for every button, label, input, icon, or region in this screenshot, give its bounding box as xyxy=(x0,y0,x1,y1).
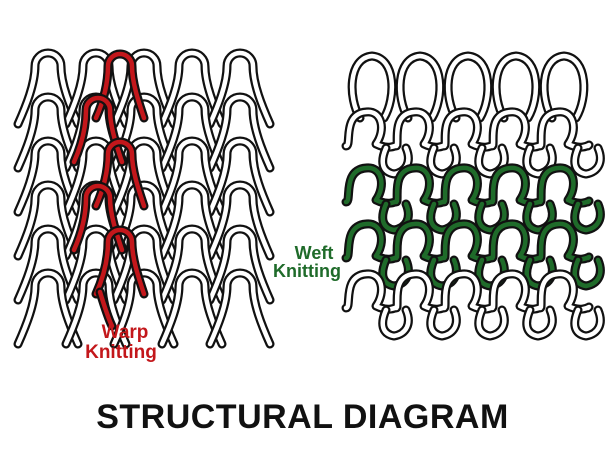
weft-loop xyxy=(524,145,555,177)
weft-highlight-loop xyxy=(524,201,555,233)
warp-loop xyxy=(207,138,273,215)
weft-highlight-loop xyxy=(476,201,507,233)
warp-highlight-loop xyxy=(93,51,147,121)
weft-label-line1: Weft xyxy=(295,243,334,263)
weft-loop xyxy=(476,307,507,339)
warp-loop xyxy=(159,94,225,171)
warp-highlight-loop xyxy=(71,183,125,253)
warp-loop xyxy=(207,182,273,259)
weft-course xyxy=(343,109,592,150)
weft-highlight-course xyxy=(343,221,592,262)
warp-loop xyxy=(159,138,225,215)
warp-loop xyxy=(15,270,81,347)
weft-top-loop xyxy=(493,53,539,121)
warp-loop xyxy=(63,50,129,127)
weft-loop xyxy=(524,307,555,339)
weft-loop xyxy=(380,307,411,339)
warp-loop xyxy=(63,226,129,303)
warp-highlight-loop xyxy=(93,227,147,297)
warp-loop xyxy=(63,270,129,347)
weft-loop xyxy=(428,145,459,177)
weft-loop xyxy=(476,145,507,177)
warp-loop xyxy=(207,94,273,171)
warp-loop xyxy=(63,138,129,215)
weft-top-loop xyxy=(397,53,443,121)
warp-loop xyxy=(159,270,225,347)
warp-highlight-loop xyxy=(93,139,147,209)
warp-loop xyxy=(159,182,225,259)
weft-loop xyxy=(428,307,459,339)
warp-label-line2: Knitting xyxy=(85,342,157,363)
weft-highlight-loop xyxy=(428,201,459,233)
warp-loop xyxy=(111,94,177,171)
warp-label-line1: Warp xyxy=(102,322,149,343)
warp-loop xyxy=(207,270,273,347)
warp-loop xyxy=(159,226,225,303)
warp-loop xyxy=(111,182,177,259)
warp-loop xyxy=(15,50,81,127)
warp-loop xyxy=(111,270,177,347)
weft-label-line2: Knitting xyxy=(273,261,341,281)
diagram-caption: STRUCTURAL DIAGRAM xyxy=(96,398,509,436)
weft-course xyxy=(343,271,592,312)
warp-loop xyxy=(159,50,225,127)
warp-loop xyxy=(15,94,81,171)
warp-loop xyxy=(207,226,273,303)
weft-loop xyxy=(572,145,603,177)
warp-loop xyxy=(111,226,177,303)
warp-loop xyxy=(111,138,177,215)
weft-loop xyxy=(380,145,411,177)
warp-loop xyxy=(15,182,81,259)
weft-top-loop xyxy=(349,53,395,121)
weft-highlight-loop xyxy=(572,257,603,289)
weft-highlight-loop xyxy=(572,201,603,233)
weft-highlight-course xyxy=(343,165,592,206)
warp-loop xyxy=(111,50,177,127)
warp-highlight-yarn xyxy=(69,49,149,331)
warp-highlight-tail xyxy=(97,289,115,329)
weft-top-loop xyxy=(541,53,587,121)
warp-loop xyxy=(15,138,81,215)
weft-knitting-panel xyxy=(341,51,605,341)
warp-loop xyxy=(207,50,273,127)
weft-highlight-loop xyxy=(380,201,411,233)
weft-loop xyxy=(572,307,603,339)
warp-highlight-loop xyxy=(71,95,125,165)
weft-top-loop xyxy=(445,53,491,121)
warp-loop xyxy=(15,226,81,303)
warp-loop-outline xyxy=(205,48,275,129)
